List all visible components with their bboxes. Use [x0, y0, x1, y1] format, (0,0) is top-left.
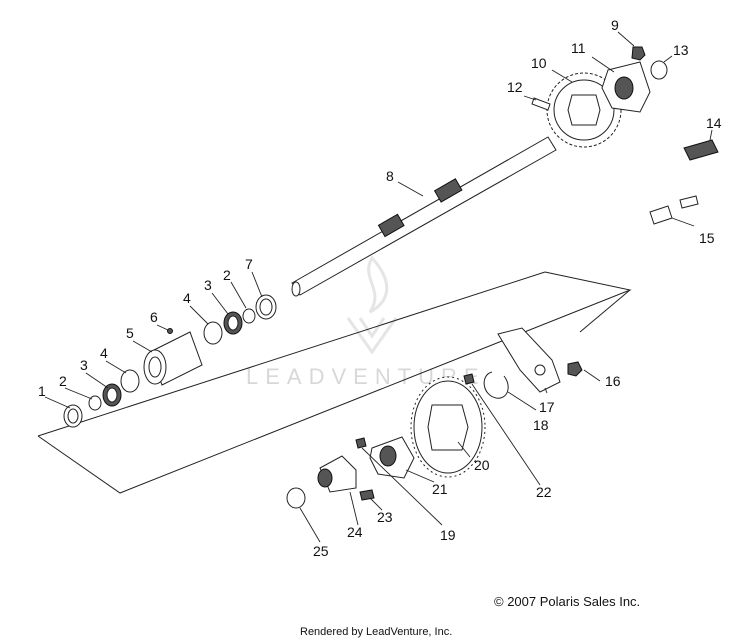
leader-lines: [44, 31, 713, 543]
nut-9: [631, 46, 646, 61]
bolt-22: [463, 373, 475, 385]
callout-4b: 4: [183, 290, 191, 306]
callout-16: 16: [605, 373, 621, 389]
callout-3b: 3: [204, 277, 212, 293]
callout-13: 13: [673, 42, 689, 58]
rendered-by-credit: Rendered by LeadVenture, Inc.: [300, 626, 453, 638]
axle-shaft: [291, 136, 557, 297]
callout-3: 3: [80, 357, 88, 373]
callout-18: 18: [533, 417, 549, 433]
frame-top-edge: [37, 271, 546, 437]
brake-hub: [369, 436, 415, 479]
callout-5: 5: [126, 325, 134, 341]
seal-7: [255, 294, 277, 320]
callout-10: 10: [531, 55, 547, 71]
snap-ring-18: [483, 371, 509, 399]
grease-fitting-6: [167, 328, 173, 334]
race-4: [120, 369, 140, 393]
callout-7: 7: [245, 256, 253, 272]
callout-4: 4: [100, 345, 108, 361]
callout-19: 19: [440, 527, 456, 543]
callout-22: 22: [536, 484, 552, 500]
callout-6: 6: [150, 309, 158, 325]
callout-17: 17: [539, 399, 555, 415]
chain-master-link: [649, 195, 699, 225]
bearing-3: [102, 383, 122, 407]
hub-cover: [317, 455, 357, 493]
seal-1: [63, 404, 83, 428]
bolt-23: [359, 489, 375, 501]
sprocket: [546, 72, 622, 148]
ring-2b: [242, 308, 256, 324]
callout-25: 25: [313, 543, 329, 559]
callout-2: 2: [59, 373, 67, 389]
copyright-notice: © 2007 Polaris Sales Inc.: [494, 594, 641, 609]
callout-24: 24: [347, 524, 363, 540]
bolt-12: [531, 97, 551, 111]
callout-12: 12: [507, 79, 523, 95]
o-ring-25: [286, 487, 306, 509]
caliper-bracket: [497, 327, 561, 393]
bearing-3b: [223, 311, 243, 335]
callout-1: 1: [38, 383, 46, 399]
nut-16: [567, 361, 583, 377]
snap-ring-13: [650, 60, 668, 80]
callout-23: 23: [377, 509, 393, 525]
callout-9: 9: [611, 17, 619, 33]
ring-2: [88, 395, 102, 411]
callout-8: 8: [386, 168, 394, 184]
callout-21: 21: [432, 481, 448, 497]
callout-14: 14: [706, 115, 722, 131]
callout-11: 11: [571, 40, 586, 56]
frame-right-edge: [579, 289, 631, 333]
callout-15: 15: [699, 230, 715, 246]
callout-2b: 2: [223, 267, 231, 283]
sprocket-hub: [601, 61, 651, 113]
callout-20: 20: [474, 457, 490, 473]
drive-chain: [683, 139, 719, 161]
race-4b: [203, 321, 223, 345]
nut-19: [355, 437, 367, 449]
bearing-carrier: [143, 331, 203, 386]
watermark-logo: [346, 255, 398, 355]
